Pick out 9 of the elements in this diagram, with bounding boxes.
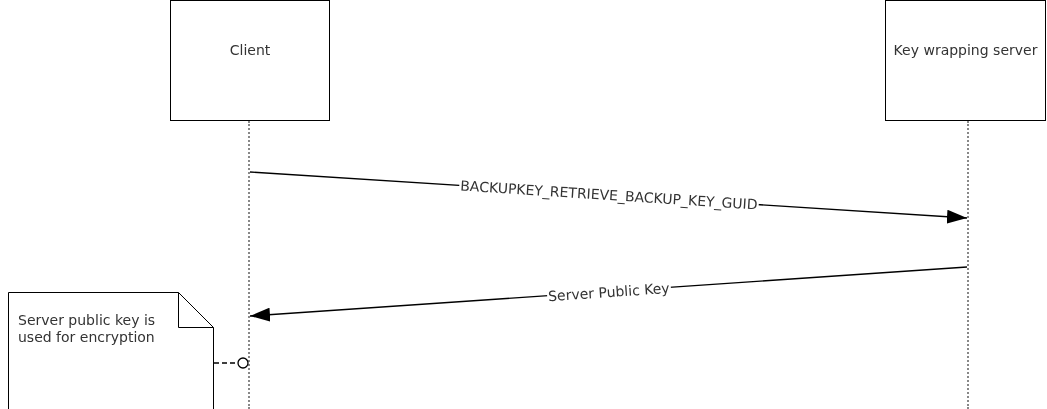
participant-box <box>885 0 1046 121</box>
note-text: Server public key is used for encryption <box>18 312 157 346</box>
note-connector <box>213 357 249 369</box>
lifeline <box>248 121 250 409</box>
note <box>8 292 214 409</box>
lifeline <box>967 121 969 409</box>
participant-name: Client <box>228 42 272 59</box>
participant-box <box>170 0 330 121</box>
participant-name: Key wrapping server <box>892 42 1039 59</box>
